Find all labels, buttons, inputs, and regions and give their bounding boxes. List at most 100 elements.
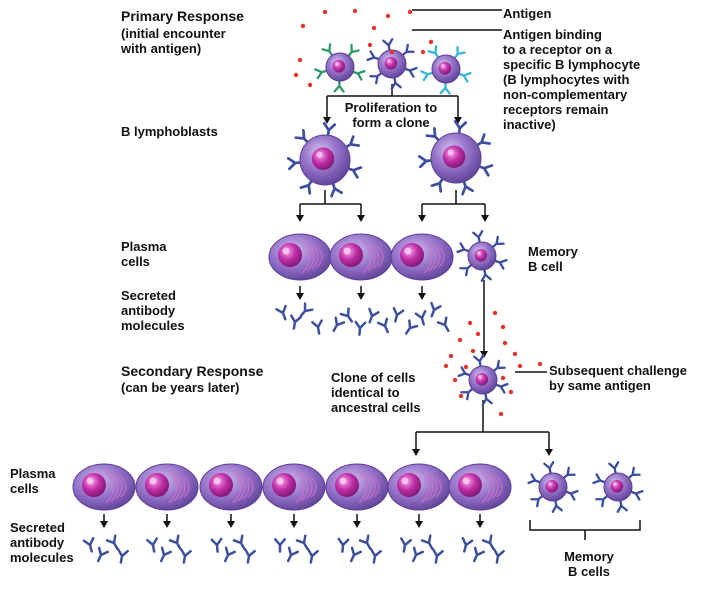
er-membrane [120, 476, 127, 498]
antigen-dot [470, 348, 476, 354]
plasma-cell [325, 463, 389, 511]
antigen-dot [452, 377, 458, 383]
er-membrane [373, 476, 380, 498]
memory-b-cell [456, 230, 508, 282]
antigen-dot [492, 310, 498, 316]
antigen-dot [467, 320, 473, 326]
antigen-dot [322, 9, 328, 15]
clone-identical-label: Clone of cells identical to ancestral ce… [331, 370, 421, 415]
er-membrane [305, 474, 313, 500]
nucleus [82, 473, 106, 497]
arrowhead [296, 293, 304, 300]
arrowhead [418, 215, 426, 222]
antibody-icon [436, 316, 454, 335]
b-lymphoblast-left [286, 121, 363, 198]
connector-lines [103, 9, 641, 540]
antibody-icon [364, 307, 380, 326]
memory-b-cell-label: Memory B cell [528, 244, 578, 274]
nucleus [339, 243, 363, 267]
plasma-cell [448, 463, 512, 511]
branch-left [300, 190, 361, 205]
er-membrane [481, 470, 491, 504]
er-membrane [310, 476, 317, 498]
cells-layer [72, 38, 644, 513]
nucleus [397, 473, 421, 497]
nucleus [458, 473, 482, 497]
antibody-icon [219, 546, 236, 565]
er-membrane [295, 470, 305, 504]
antigen-dot [307, 82, 313, 88]
antibody-icon [155, 546, 172, 565]
antigen-dot [352, 8, 358, 14]
er-membrane [423, 240, 433, 274]
er-membrane [430, 474, 438, 500]
plasma-cell [135, 463, 199, 511]
antibody-icon [426, 301, 442, 320]
secondary-response-subtitle: (can be years later) [121, 380, 240, 395]
er-membrane [486, 472, 495, 502]
nucleus [209, 473, 233, 497]
nucleus [272, 473, 296, 497]
antigen-dot [508, 389, 514, 395]
antigen-dot [300, 23, 306, 29]
antibody-icon [407, 546, 424, 565]
plasma-cell [387, 463, 451, 511]
arrowhead [415, 521, 423, 528]
antigen-dot [502, 340, 508, 346]
er-membrane [168, 470, 178, 504]
memory-b-cells-label: Memory B cells [564, 549, 614, 579]
er-membrane [428, 242, 437, 272]
antibody-icon [210, 537, 224, 554]
proliferation-label: Proliferation to form a clone [344, 100, 438, 130]
nucleus [311, 147, 335, 170]
antibody-icon [490, 548, 505, 565]
antibody-icon [146, 537, 161, 554]
antigen-binding-label: Antigen binding to a receptor on a speci… [503, 27, 641, 132]
b-lymphoblasts-label: B lymphoblasts [121, 124, 218, 139]
antibody-icon [274, 538, 286, 553]
nucleus [145, 473, 169, 497]
er-membrane [363, 472, 372, 502]
antibody-icon [353, 320, 367, 337]
er-membrane [372, 244, 380, 270]
plasma-cells-label-2: Plasma cells [10, 466, 56, 496]
antibody-icon [336, 537, 350, 554]
arrowhead [545, 449, 553, 456]
antibody-icon [397, 537, 412, 554]
er-membrane [358, 470, 368, 504]
arrowhead [357, 293, 365, 300]
er-membrane [491, 474, 499, 500]
er-membrane [420, 470, 430, 504]
antigen-dot [371, 25, 377, 31]
er-membrane [377, 246, 384, 268]
arrowhead [357, 215, 365, 222]
er-membrane [300, 472, 309, 502]
antibody-icon [367, 548, 382, 565]
er-membrane [247, 476, 254, 498]
antibody-icon [389, 307, 405, 324]
memory-bracket [529, 520, 641, 531]
antigen-dot [463, 364, 469, 370]
antigen-dot [407, 9, 413, 15]
antigen-particles [293, 8, 543, 417]
antibody-icon [345, 546, 362, 565]
antibody-icon [458, 537, 474, 554]
arrowhead [100, 521, 108, 528]
nucleus [610, 480, 624, 493]
plasma-cell [268, 233, 332, 281]
er-membrane [316, 246, 323, 268]
antibody-icon [275, 304, 291, 323]
er-membrane [367, 242, 376, 272]
nucleus [545, 480, 559, 493]
nucleus [474, 249, 488, 262]
arrowhead [163, 521, 171, 528]
antigen-dot [420, 49, 426, 55]
arrowhead [296, 215, 304, 222]
arrowhead [412, 449, 420, 456]
antibody-icon [328, 316, 346, 335]
er-membrane [242, 474, 250, 500]
er-membrane [115, 474, 123, 500]
er-membrane [496, 476, 503, 498]
antibody-icon [241, 548, 256, 565]
